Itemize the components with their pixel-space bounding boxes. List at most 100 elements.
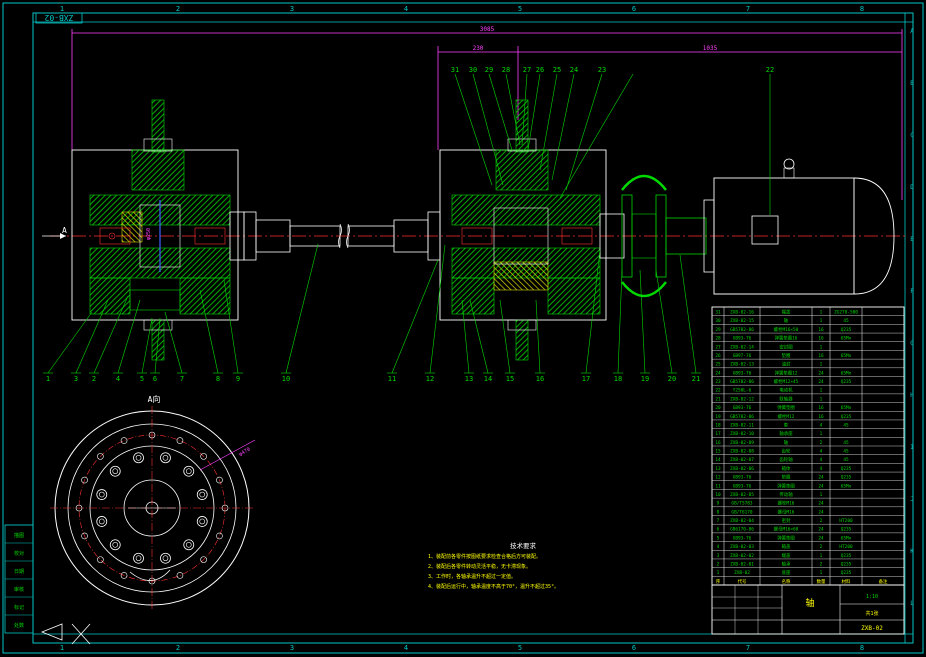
grid-row-label: C (910, 132, 914, 139)
title-sheet: 共1张 (865, 610, 878, 617)
part-number: 5 (140, 375, 144, 383)
callout-number: 27 (523, 66, 531, 74)
bom-cell: 16 (818, 414, 824, 420)
bom-cell: 密封 (782, 517, 791, 524)
bom-cell: 油封 (782, 361, 791, 368)
bom-cell: ZXB-02-10 (730, 431, 754, 437)
bom-cell: 65Mn (841, 370, 852, 376)
title-block: 轴 1:10 ZXB-02 共1张 (711, 584, 905, 635)
bom-cell: 45 (843, 449, 849, 455)
bolt-hole-inner (162, 454, 169, 461)
part-number: 20 (668, 375, 676, 383)
part-number: 17 (582, 375, 590, 383)
callout-number: 29 (485, 66, 493, 74)
bom-cell: 轴 (784, 317, 789, 324)
bolt-hole (96, 516, 108, 527)
leader-line (75, 299, 109, 374)
grid-col-label: 3 (290, 5, 294, 13)
part-number: 8 (216, 375, 220, 383)
bom-cell: 螺母M16 (778, 508, 795, 515)
leader-line (461, 299, 470, 374)
grid-row-label: G (910, 340, 914, 347)
grid-col-label: 7 (746, 644, 750, 652)
bom-cell: GB93-76 (733, 336, 752, 342)
bom-cell: ZG270-500 (834, 310, 858, 316)
bom-cell: 箱盖 (782, 543, 791, 550)
part-number: 14 (484, 375, 492, 383)
leader-line (429, 244, 446, 374)
bom-cell: 3 (717, 553, 720, 559)
bom-cell: 齿轮轴 (779, 456, 793, 463)
grid-col-label: 4 (404, 644, 408, 652)
bom-cell: 16 (818, 327, 824, 333)
projection-symbol (40, 623, 91, 645)
bom-cell: 2 (820, 561, 823, 567)
leader-line (535, 299, 541, 374)
flange-hole (120, 437, 128, 444)
flange-hole (216, 476, 223, 484)
bom-cell: 12 (715, 475, 721, 481)
grid-row-label: B (910, 80, 914, 87)
bolt-hole-inner (135, 555, 142, 562)
bom-cell: 13 (715, 466, 721, 472)
grid-col-label: 7 (746, 5, 750, 13)
bom-cell: 垫圈 (782, 352, 791, 359)
bom-cell: 24 (818, 483, 824, 489)
bolt-hole (160, 452, 171, 464)
flange-hole (97, 556, 104, 563)
title-name: 轴 (805, 597, 814, 609)
leader-line (47, 311, 93, 374)
bom-cell: 端盖 (782, 552, 791, 559)
bolt-hole-inner (185, 468, 192, 475)
grid-col-label: 6 (632, 644, 636, 652)
bom-header-cell: 序 (716, 578, 721, 585)
bom-cell: 24 (818, 379, 824, 385)
bom-cell: ZXB-02-02 (730, 553, 754, 559)
bom-cell: Q235 (841, 327, 852, 333)
bom-cell: GB5782-86 (730, 379, 754, 385)
bom-cell: 2 (820, 544, 823, 550)
bom-cell: Q235 (841, 379, 852, 385)
dimension-lines (71, 29, 903, 200)
side-label: 审核 (14, 586, 24, 593)
coupling (621, 174, 707, 298)
part-number: 13 (465, 375, 473, 383)
right-gearbox (439, 99, 625, 361)
bolt-hole-inner (185, 541, 192, 548)
bolt-hole (196, 489, 208, 500)
leader-line (199, 289, 219, 374)
bom-cell: 21 (715, 396, 721, 402)
leader-line (585, 249, 601, 374)
grid-row-label: I (910, 444, 914, 451)
bom-cell: 弹簧垫圈 (777, 534, 795, 541)
bom-cell: GB93-76 (733, 370, 752, 376)
leader-line (679, 254, 697, 374)
tech-note-4: 4、装配后运行中，轴承温度不高于70°，温升不超过35°。 (428, 583, 559, 590)
bom-cell: 15 (715, 449, 721, 455)
bom-cell: 24 (818, 501, 824, 507)
bom-cell: 7 (717, 518, 720, 524)
bom-cell: 24 (818, 509, 824, 515)
part-number: 1 (46, 375, 50, 383)
grid-row-label: D (910, 184, 914, 191)
bom-cell: 1 (820, 553, 823, 559)
bom-cell: ZXB-02-08 (730, 449, 754, 455)
bom-cell: 18 (715, 422, 721, 428)
bom-cell: 齿轮 (782, 448, 791, 455)
tech-note-2: 2、装配后各零件转动灵活平稳，无卡滞现象。 (428, 563, 531, 570)
bom-cell: 套 (784, 421, 789, 428)
leader-line (391, 259, 439, 374)
callout-number: 31 (451, 66, 459, 74)
side-label: 标记 (14, 604, 24, 611)
flange-hole (148, 577, 156, 585)
bom-header-cell: 备注 (879, 578, 888, 585)
grid-col-label: 8 (860, 5, 864, 13)
bolt-hole-inner (112, 468, 119, 475)
bom-cell: Q235 (841, 475, 852, 481)
bom-cell: 45 (843, 422, 849, 428)
callout-number: 25 (553, 66, 561, 74)
bom-cell: ZXB-02-13 (730, 362, 754, 368)
bom-cell: Y250L-6 (733, 388, 752, 394)
grid-col-label: 5 (518, 5, 522, 13)
